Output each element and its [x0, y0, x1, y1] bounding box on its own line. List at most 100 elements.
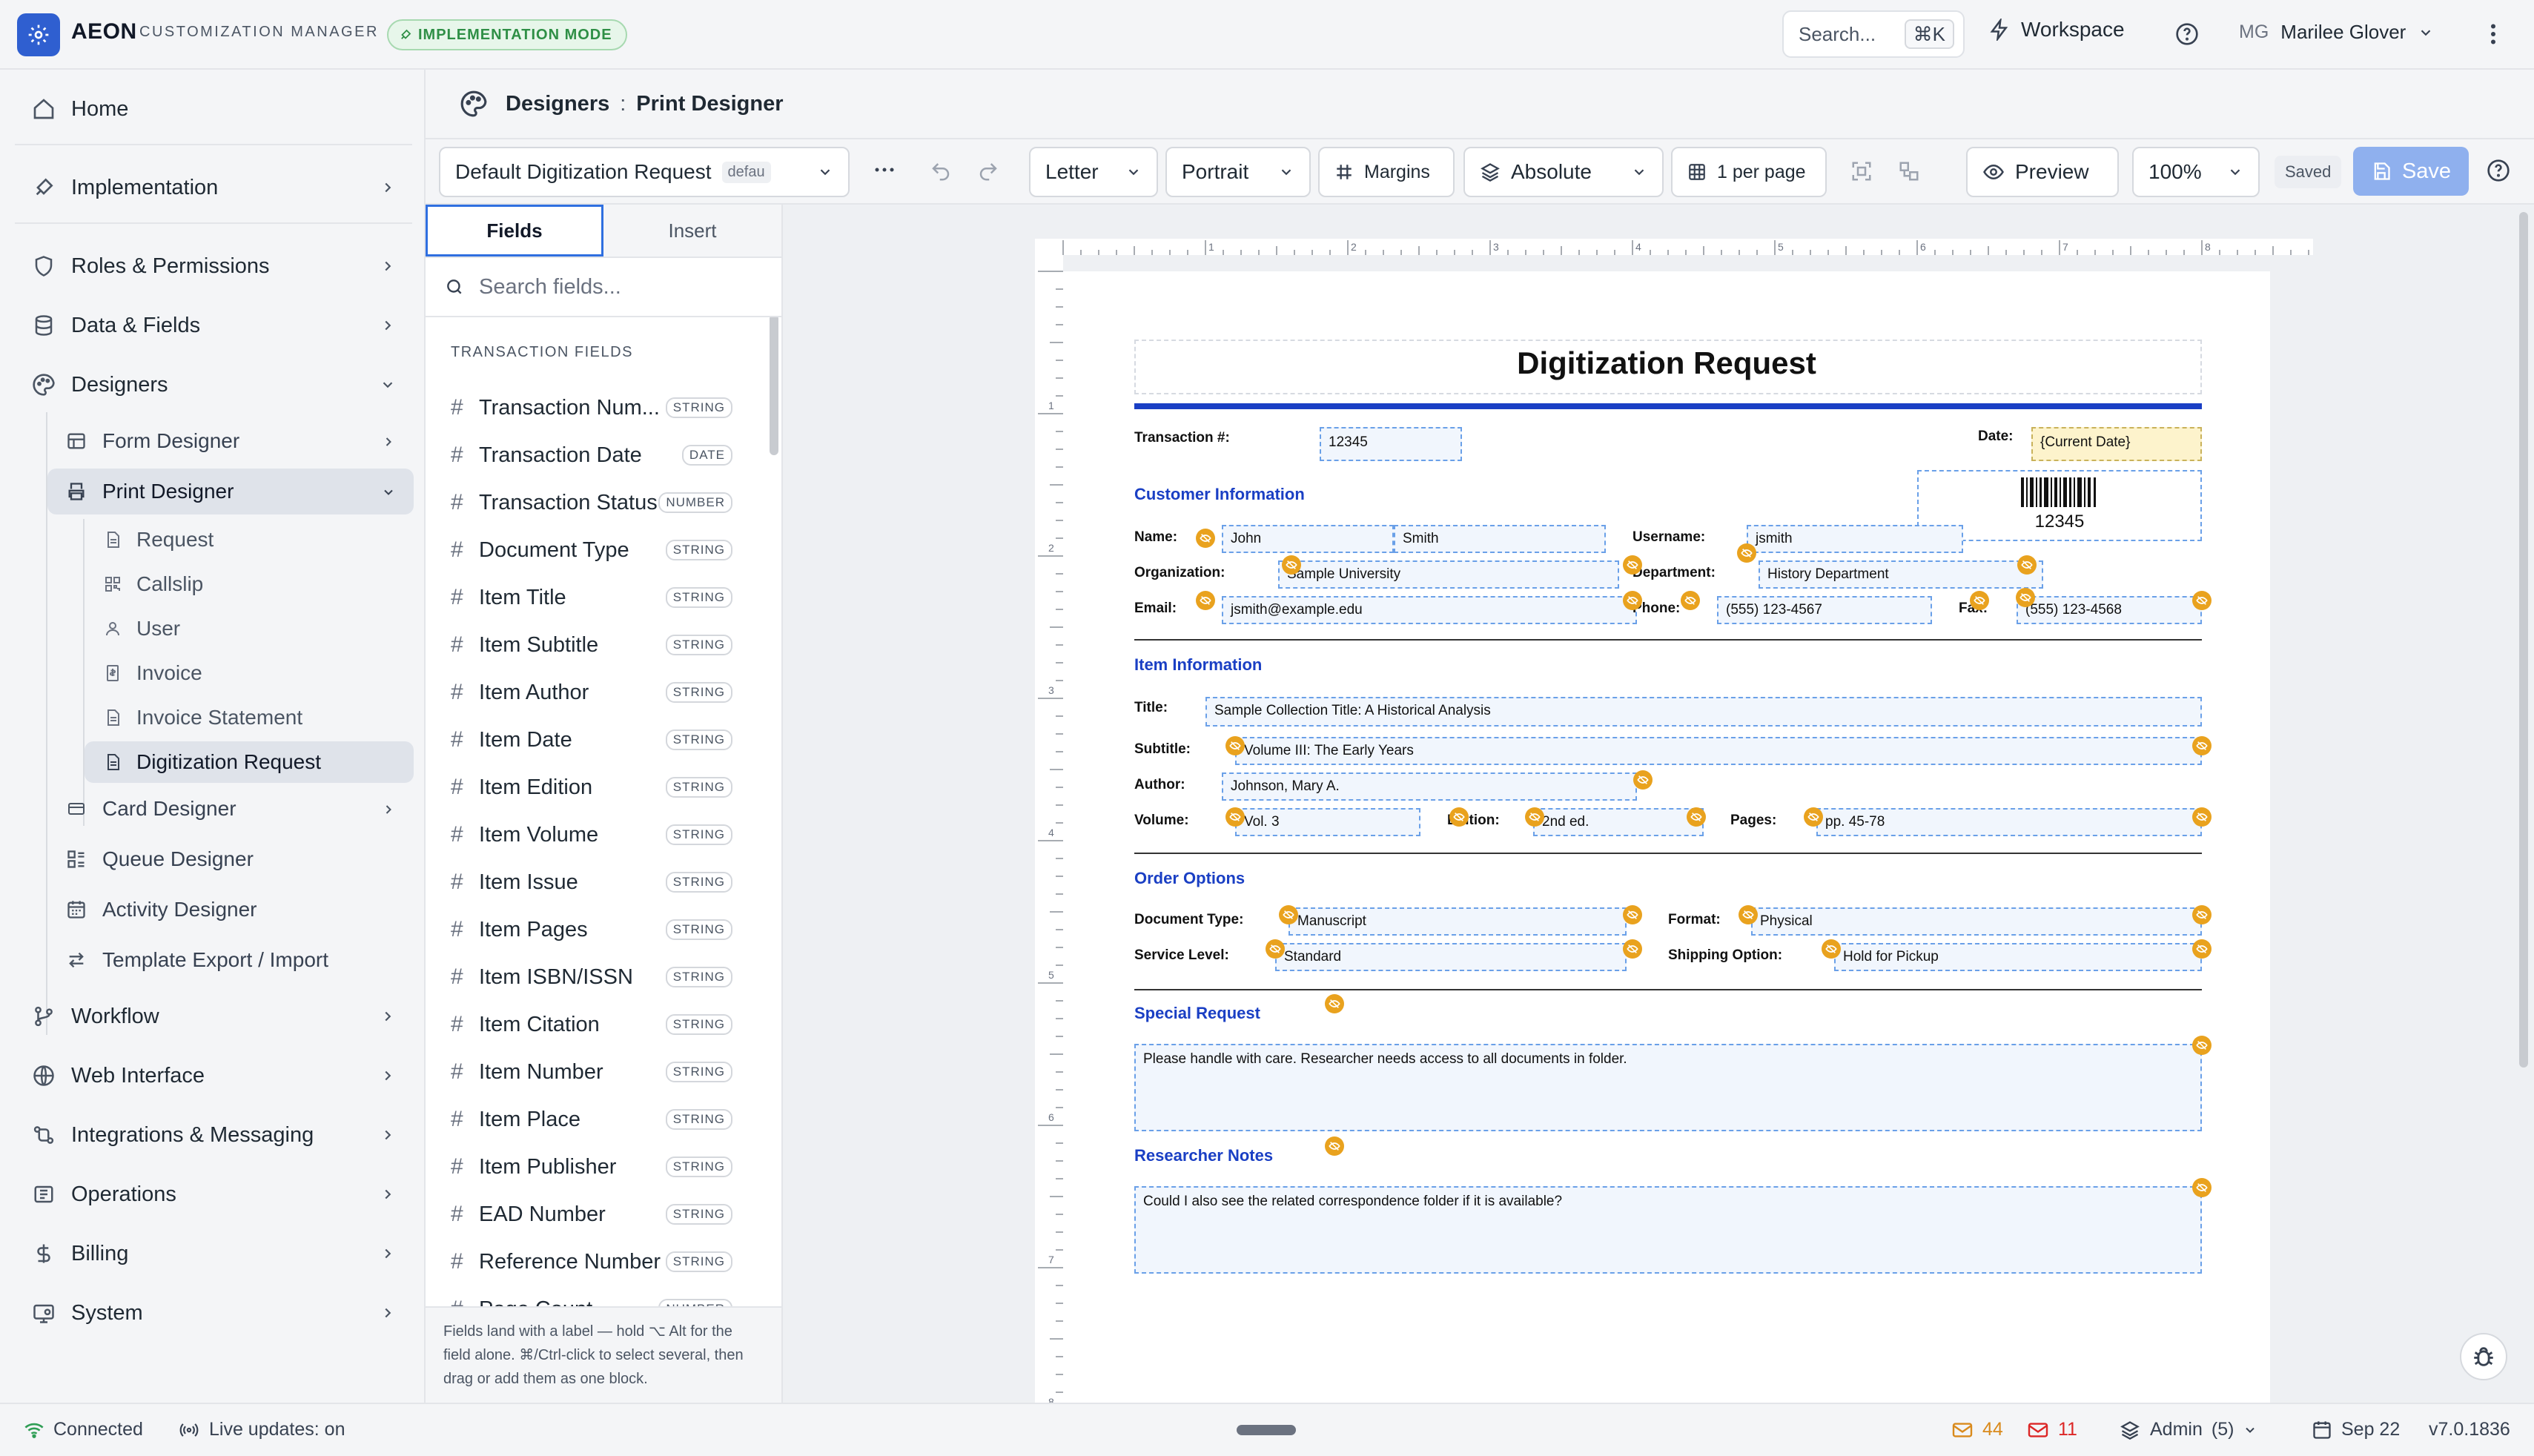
focus-scan-icon[interactable] — [1850, 160, 1873, 182]
shipping-option-field[interactable]: Hold for Pickup — [1834, 943, 2202, 971]
sidebar-item-user[interactable]: User — [85, 608, 414, 649]
barcode-frame[interactable]: 12345 — [1917, 470, 2202, 541]
hidden-label-indicator-icon[interactable] — [1225, 807, 1245, 827]
hidden-label-indicator-icon[interactable] — [1623, 591, 1642, 610]
sidebar-item-print-designer[interactable]: Print Designer — [47, 469, 414, 514]
breadcrumb-parent[interactable]: Designers — [506, 91, 610, 116]
hidden-label-indicator-icon[interactable] — [1623, 555, 1642, 575]
author-label[interactable]: Author: — [1134, 777, 1185, 792]
help-icon[interactable] — [2487, 159, 2510, 182]
hidden-label-indicator-icon[interactable] — [1266, 939, 1285, 959]
sidebar-item-request[interactable]: Request — [85, 519, 414, 560]
global-search-button[interactable]: Search... ⌘K — [1782, 10, 1965, 58]
sidebar-item-implementation[interactable]: Implementation — [15, 162, 412, 214]
researcher-notes-title[interactable]: Researcher Notes — [1134, 1146, 1274, 1165]
order-section-title[interactable]: Order Options — [1134, 869, 1246, 887]
document-type-label[interactable]: Document Type: — [1134, 912, 1244, 927]
email-label[interactable]: Email: — [1134, 600, 1177, 616]
section-divider[interactable] — [1134, 639, 2202, 641]
section-divider[interactable] — [1134, 853, 2202, 854]
hidden-label-indicator-icon[interactable] — [1681, 591, 1700, 610]
template-select[interactable]: Default Digitization Request defau — [439, 147, 850, 197]
title-frame[interactable] — [1134, 340, 2202, 394]
service-level-field[interactable]: Standard — [1275, 943, 1627, 971]
last-name-field[interactable]: Smith — [1394, 525, 1606, 553]
hidden-label-indicator-icon[interactable] — [1325, 1136, 1344, 1156]
sidebar-item-activity-designer[interactable]: Activity Designer — [47, 887, 414, 933]
item-title-field[interactable]: Sample Collection Title: A Historical An… — [1205, 697, 2202, 727]
hidden-label-indicator-icon[interactable] — [1196, 591, 1215, 610]
username-label[interactable]: Username: — [1632, 529, 1706, 545]
hidden-label-indicator-icon[interactable] — [1225, 736, 1245, 755]
sidebar-item-callslip[interactable]: Callslip — [85, 563, 414, 605]
margins-button[interactable]: Margins — [1318, 147, 1455, 197]
hidden-label-indicator-icon[interactable] — [2192, 736, 2212, 755]
volume-label[interactable]: Volume: — [1134, 813, 1189, 828]
hidden-label-indicator-icon[interactable] — [1623, 905, 1642, 924]
hidden-label-indicator-icon[interactable] — [1804, 807, 1823, 827]
hidden-label-indicator-icon[interactable] — [2192, 591, 2212, 610]
customer-section-title[interactable]: Customer Information — [1134, 485, 1305, 503]
debug-button[interactable] — [2460, 1333, 2507, 1380]
resize-handle[interactable] — [1237, 1425, 1296, 1435]
username-field[interactable]: jsmith — [1747, 525, 1963, 553]
phone-field[interactable]: (555) 123-4567 — [1717, 596, 1932, 624]
preview-button[interactable]: Preview — [1966, 147, 2119, 197]
paper-size-select[interactable]: Letter — [1029, 147, 1158, 197]
hidden-label-indicator-icon[interactable] — [2017, 555, 2037, 575]
per-page-button[interactable]: 1 per page — [1671, 147, 1827, 197]
app-logo-icon[interactable] — [17, 13, 60, 56]
sidebar-item-workflow[interactable]: Workflow — [15, 990, 412, 1042]
hidden-label-indicator-icon[interactable] — [1623, 939, 1642, 959]
sidebar-item-roles[interactable]: Roles & Permissions — [15, 240, 412, 292]
hidden-label-indicator-icon[interactable] — [2016, 588, 2035, 607]
workspace-button[interactable]: Workspace — [1988, 18, 2125, 42]
service-level-label[interactable]: Service Level: — [1134, 947, 1229, 963]
shipping-option-label[interactable]: Shipping Option: — [1668, 947, 1783, 963]
group-icon[interactable] — [1898, 160, 1920, 182]
first-name-field[interactable]: John — [1222, 525, 1394, 553]
researcher-notes-field[interactable]: Could I also see the related corresponde… — [1134, 1186, 2202, 1274]
special-request-title[interactable]: Special Request — [1134, 1004, 1260, 1022]
sidebar-item-operations[interactable]: Operations — [15, 1168, 412, 1220]
hidden-label-indicator-icon[interactable] — [1822, 939, 1841, 959]
author-field[interactable]: Johnson, Mary A. — [1222, 772, 1637, 801]
organization-label[interactable]: Organization: — [1134, 565, 1225, 580]
field-list-item[interactable]: #Transaction Num...STRING — [451, 384, 762, 431]
sidebar-item-template-export[interactable]: Template Export / Import — [47, 937, 414, 983]
sidebar-item-queue-designer[interactable]: Queue Designer — [47, 836, 414, 882]
pages-label[interactable]: Pages: — [1730, 813, 1777, 828]
transaction-field[interactable]: 12345 — [1320, 427, 1462, 461]
title-label[interactable]: Title: — [1134, 700, 1168, 715]
subtitle-label[interactable]: Subtitle: — [1134, 741, 1191, 757]
zoom-select[interactable]: 100% — [2132, 147, 2260, 197]
hidden-label-indicator-icon[interactable] — [1737, 543, 1756, 563]
sidebar-item-billing[interactable]: Billing — [15, 1228, 412, 1280]
sidebar-item-integrations[interactable]: Integrations & Messaging — [15, 1109, 412, 1161]
document-title[interactable]: Digitization Request — [1517, 345, 1816, 380]
format-label[interactable]: Format: — [1668, 912, 1721, 927]
section-divider[interactable] — [1134, 989, 2202, 990]
sidebar-item-system[interactable]: System — [15, 1287, 412, 1339]
role-select[interactable]: Admin (5) — [2119, 1419, 2257, 1440]
item-section-title[interactable]: Item Information — [1134, 655, 1263, 674]
hidden-label-indicator-icon[interactable] — [1279, 905, 1298, 924]
fax-field[interactable]: (555) 123-4568 — [2017, 596, 2202, 624]
canvas-scrollbar[interactable] — [2519, 212, 2528, 1068]
hidden-label-indicator-icon[interactable] — [2192, 1036, 2212, 1055]
hidden-label-indicator-icon[interactable] — [1525, 807, 1544, 827]
